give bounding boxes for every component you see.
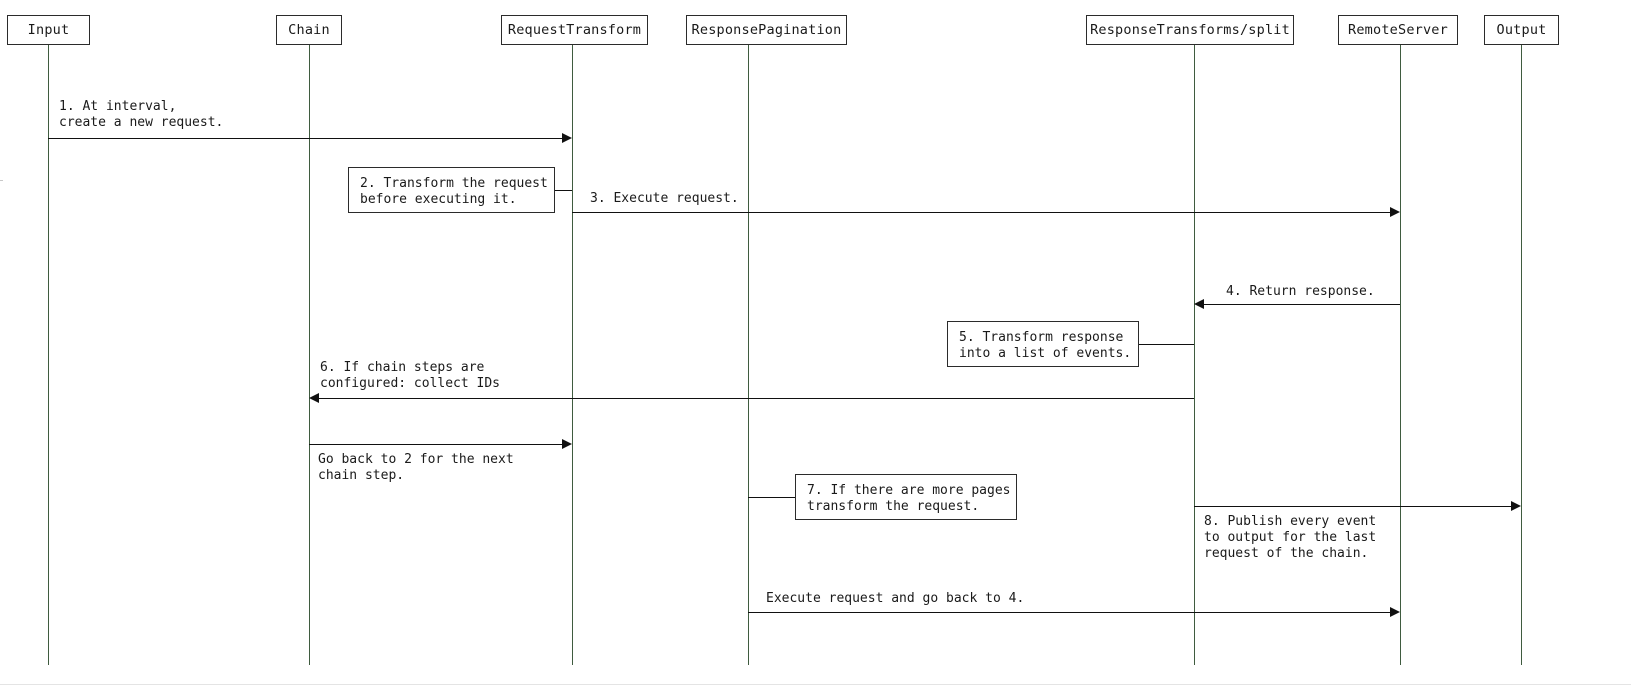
lifeline-output xyxy=(1521,45,1522,665)
note-connector-2 xyxy=(555,190,572,191)
page-edge-artifact-left xyxy=(0,180,3,181)
lifeline-responsepagination xyxy=(748,45,749,665)
message-arrowhead-goback-2 xyxy=(562,439,572,449)
message-arrowhead-8 xyxy=(1511,501,1521,511)
participant-responsetransforms-split[interactable]: ResponseTransforms/split xyxy=(1086,15,1294,45)
participant-requesttransform[interactable]: RequestTransform xyxy=(501,15,648,45)
note-5: 5. Transform response into a list of eve… xyxy=(947,321,1139,367)
message-label-8: 8. Publish every event to output for the… xyxy=(1204,514,1377,561)
message-line-3 xyxy=(572,212,1390,213)
note-2: 2. Transform the request before executin… xyxy=(348,167,555,213)
participant-responsepagination[interactable]: ResponsePagination xyxy=(686,15,847,45)
lifeline-requesttransform xyxy=(572,45,573,665)
participant-remoteserver[interactable]: RemoteServer xyxy=(1338,15,1458,45)
lifeline-remoteserver xyxy=(1400,45,1401,665)
message-line-1 xyxy=(48,138,562,139)
page-edge-artifact-bottom xyxy=(0,684,1631,685)
message-arrowhead-1 xyxy=(562,133,572,143)
message-line-execute-again xyxy=(748,612,1390,613)
message-line-goback-2 xyxy=(309,444,562,445)
message-label-6: 6. If chain steps are configured: collec… xyxy=(320,360,501,391)
note-7: 7. If there are more pages transform the… xyxy=(795,474,1017,520)
lifeline-responsetransforms-split xyxy=(1194,45,1195,665)
message-arrowhead-execute-again xyxy=(1390,607,1400,617)
note-connector-7 xyxy=(748,497,795,498)
message-label-3: 3. Execute request. xyxy=(590,191,739,206)
message-label-execute-again: Execute request and go back to 4. xyxy=(766,591,1025,606)
participant-chain[interactable]: Chain xyxy=(276,15,342,45)
message-line-6 xyxy=(319,398,1194,399)
message-arrowhead-3 xyxy=(1390,207,1400,217)
lifeline-input xyxy=(48,45,49,665)
message-line-4 xyxy=(1204,304,1400,305)
lifeline-chain xyxy=(309,45,310,665)
message-label-goback-2: Go back to 2 for the next chain step. xyxy=(318,452,514,483)
participant-output[interactable]: Output xyxy=(1484,15,1559,45)
message-label-1: 1. At interval, create a new request. xyxy=(59,99,224,130)
message-arrowhead-6 xyxy=(309,393,319,403)
message-label-4: 4. Return response. xyxy=(1226,284,1375,299)
message-arrowhead-4 xyxy=(1194,299,1204,309)
participant-input[interactable]: Input xyxy=(7,15,90,45)
note-connector-5 xyxy=(1139,344,1194,345)
message-line-8 xyxy=(1194,506,1511,507)
